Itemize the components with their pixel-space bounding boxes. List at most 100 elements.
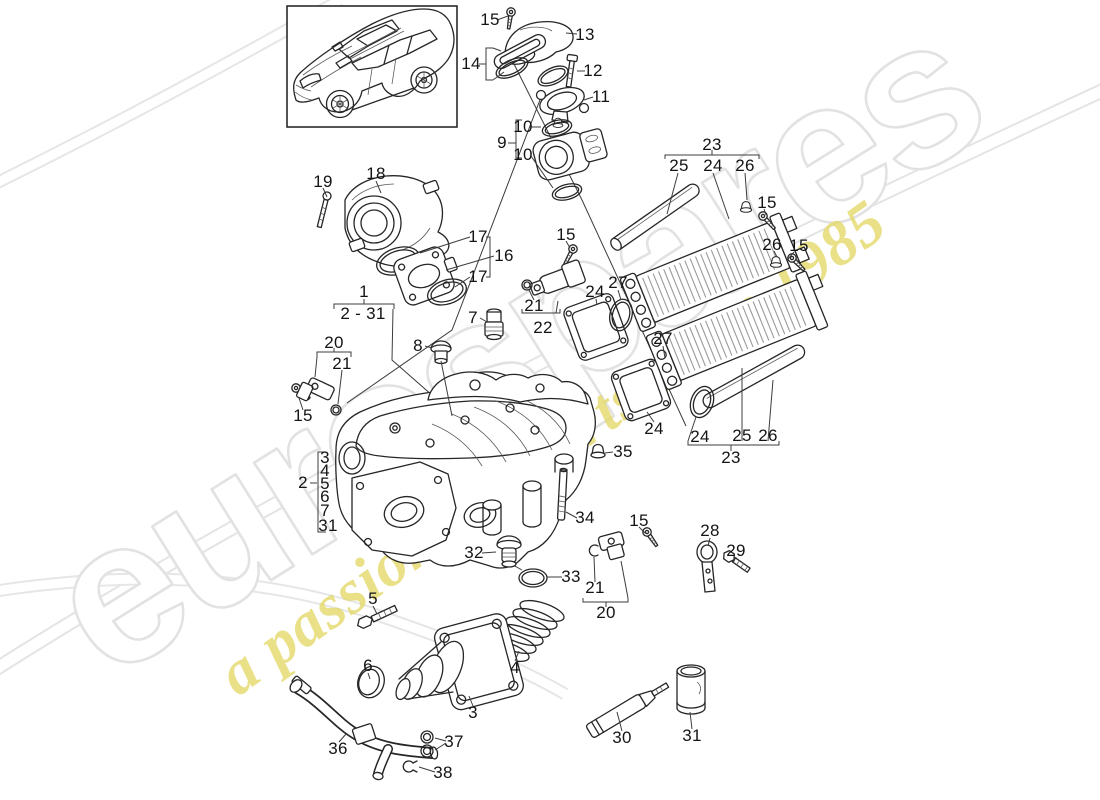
part-callout-26[interactable]: 26 [735, 156, 755, 175]
charge-tube-25a [610, 183, 700, 251]
part-callout-18[interactable]: 18 [366, 164, 386, 183]
clip-38 [402, 760, 418, 773]
mounting-boss-a [482, 499, 502, 536]
part-callout-4[interactable]: 4 [510, 658, 520, 677]
bolt-19 [316, 191, 332, 229]
vehicle-inset-border [286, 5, 458, 128]
part-callout-27[interactable]: 27 [608, 273, 628, 292]
part-callout-24[interactable]: 24 [703, 156, 723, 175]
callout-leaders [298, 15, 795, 773]
part-callout-38[interactable]: 38 [433, 763, 453, 782]
part-callout-10[interactable]: 10 [513, 117, 533, 136]
valve-7 [484, 308, 504, 341]
part-callout-9[interactable]: 9 [497, 133, 507, 152]
part-callout-3[interactable]: 3 [320, 448, 330, 467]
part-callout-24[interactable]: 24 [690, 427, 710, 446]
flange-11 [535, 65, 590, 128]
seal-rings-37 [420, 730, 434, 758]
part-callout-19[interactable]: 19 [313, 172, 333, 191]
part-callout-5[interactable]: 5 [320, 474, 330, 493]
mounting-boss-b [522, 480, 542, 528]
vehicle-inset[interactable] [286, 5, 458, 128]
part-callout-6[interactable]: 6 [363, 656, 373, 675]
part-callout-13[interactable]: 13 [575, 25, 595, 44]
gasket-24a [563, 293, 629, 361]
throttle-adapter-9 [532, 119, 608, 201]
part-callout-3[interactable]: 3 [468, 703, 478, 722]
part-callout-16[interactable]: 16 [494, 246, 514, 265]
part-callout-15[interactable]: 15 [480, 10, 500, 29]
sensor-22 [521, 242, 586, 296]
part-callout-22[interactable]: 22 [533, 318, 553, 337]
part-callout-10[interactable]: 10 [513, 145, 533, 164]
part-callout-20[interactable]: 20 [324, 333, 344, 352]
part-callout-30[interactable]: 30 [612, 728, 632, 747]
bolt-29 [723, 549, 751, 573]
part-callout-24[interactable]: 24 [585, 282, 605, 301]
part-callout-26[interactable]: 26 [762, 235, 782, 254]
part-callout-31[interactable]: 31 [318, 516, 338, 535]
part-callout-15[interactable]: 15 [293, 406, 313, 425]
part-callout-12[interactable]: 12 [583, 61, 603, 80]
sensor-20-bottom [588, 525, 661, 561]
flange-16 [393, 246, 458, 306]
sealant-tube-30 [586, 682, 670, 738]
part-callout-6[interactable]: 6 [320, 487, 330, 506]
bolt-5 [357, 604, 398, 629]
part-callout-23[interactable]: 23 [721, 448, 741, 467]
part-callout-24[interactable]: 24 [644, 419, 664, 438]
stud-34 [556, 467, 568, 521]
puller-hook-28 [696, 540, 718, 593]
part-callout-15[interactable]: 15 [629, 511, 649, 530]
part-callout-35[interactable]: 35 [613, 442, 633, 461]
part-callout-37[interactable]: 37 [444, 732, 464, 751]
charge-tube-25b [689, 344, 806, 419]
fitting-32 [496, 535, 522, 568]
gasket-14 [493, 34, 547, 79]
intercooler-2 [645, 270, 829, 390]
part-callout-17[interactable]: 17 [468, 227, 488, 246]
part-callout-32[interactable]: 32 [464, 543, 484, 562]
part-callout-15[interactable]: 15 [556, 225, 576, 244]
throttle-body-18 [344, 175, 450, 267]
part-callout-2-31[interactable]: 2 - 31 [340, 304, 386, 323]
part-callout-14[interactable]: 14 [461, 54, 481, 73]
supercharger-housing-2 [335, 371, 596, 569]
part-callout-2[interactable]: 2 [298, 473, 308, 492]
part-callout-8[interactable]: 8 [413, 336, 423, 355]
part-callout-36[interactable]: 36 [328, 739, 348, 758]
part-callout-15[interactable]: 15 [789, 236, 809, 255]
o-ring-27a [608, 298, 634, 332]
part-callout-11[interactable]: 11 [591, 87, 611, 106]
part-callout-33[interactable]: 33 [561, 567, 581, 586]
part-callout-34[interactable]: 34 [575, 508, 595, 527]
part-callout-26[interactable]: 26 [758, 426, 778, 445]
o-ring-17b [426, 278, 468, 306]
part-callout-20[interactable]: 20 [596, 603, 616, 622]
part-callout-15[interactable]: 15 [757, 193, 777, 212]
part-callout-28[interactable]: 28 [700, 521, 720, 540]
part-callout-4[interactable]: 4 [320, 461, 330, 480]
sensor-20-left [289, 377, 342, 416]
part-callout-21[interactable]: 21 [585, 578, 605, 597]
part-callout-25[interactable]: 25 [732, 426, 752, 445]
cayenne-line-art [293, 8, 455, 119]
part-callout-31[interactable]: 31 [682, 726, 702, 745]
part-callout-29[interactable]: 29 [726, 541, 746, 560]
plug-8 [430, 340, 452, 365]
part-callout-17[interactable]: 17 [468, 267, 488, 286]
part-callout-21[interactable]: 21 [524, 296, 544, 315]
canister-31 [676, 664, 706, 715]
part-callout-1[interactable]: 1 [359, 282, 369, 301]
mounting-boss-c [554, 453, 574, 473]
part-callout-5[interactable]: 5 [368, 589, 378, 608]
part-callout-27[interactable]: 27 [653, 329, 673, 348]
spring-4 [484, 599, 565, 663]
part-callout-7[interactable]: 7 [320, 501, 330, 520]
o-ring-33 [518, 568, 548, 588]
part-callout-21[interactable]: 21 [332, 354, 352, 373]
part-callout-25[interactable]: 25 [669, 156, 689, 175]
part-callout-23[interactable]: 23 [702, 135, 722, 154]
part-callout-7[interactable]: 7 [468, 308, 478, 327]
